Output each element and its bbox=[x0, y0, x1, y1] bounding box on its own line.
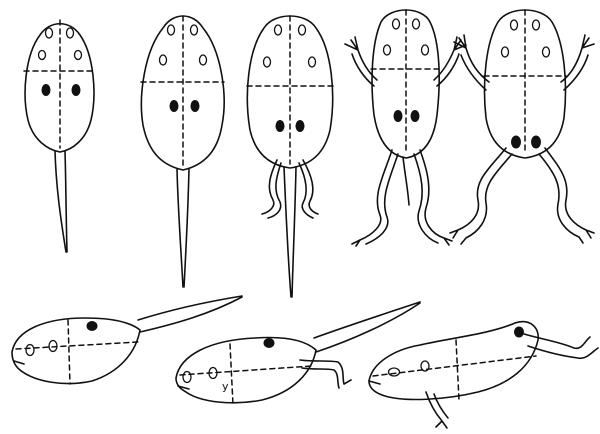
tadpole-stage-2-ring bbox=[160, 55, 167, 65]
tadpole-stage-1-eye-ring bbox=[67, 28, 74, 38]
side-tadpole-2-vertical bbox=[230, 344, 233, 405]
tadpole-stage-2 bbox=[141, 16, 224, 287]
side-frog-3-horizontal bbox=[373, 356, 536, 376]
tadpole-stage-1-ring bbox=[75, 51, 82, 60]
side-frog-3-outline bbox=[369, 322, 538, 400]
frog-stage-5-eye-ring bbox=[511, 20, 518, 30]
tadpole-stage-2-eye-ring bbox=[168, 25, 175, 35]
frog-stage-5-ring bbox=[543, 47, 550, 57]
tadpole-stage-1-eye-ring bbox=[46, 28, 53, 38]
froglet-stage-4-eye-ring bbox=[393, 19, 400, 29]
frog-stage-5 bbox=[450, 10, 594, 244]
tadpole-stage-2-spot bbox=[191, 100, 200, 112]
tadpole-stage-1-spot bbox=[42, 84, 51, 96]
froglet-stage-4-tail-stub bbox=[403, 157, 409, 205]
tadpole-stage-1 bbox=[24, 20, 96, 252]
tadpole-stage-3-eye-ring bbox=[275, 25, 282, 35]
tadpole-stage-3-hindleg-right bbox=[299, 160, 318, 218]
side-tadpole-2-spot bbox=[264, 338, 275, 348]
froglet-stage-4-spot bbox=[411, 110, 420, 122]
tadpole-stage-1-tail bbox=[55, 151, 67, 252]
side-frog-3-snout bbox=[369, 381, 380, 384]
side-frog-3-ring bbox=[421, 361, 429, 371]
froglet-stage-4-ring bbox=[384, 45, 391, 55]
side-tadpole-1-vertical bbox=[68, 320, 70, 384]
side-frog-3-vertical bbox=[456, 340, 459, 400]
tadpole-stage-3-hindleg-left bbox=[262, 160, 281, 218]
side-tadpole-2-hindlimb: y bbox=[176, 302, 420, 405]
side-tadpole-2-horizontal bbox=[180, 366, 312, 375]
tadpole-stage-3-hindlimbs bbox=[247, 16, 333, 297]
side-tadpole-1-eye-ring bbox=[26, 345, 34, 356]
froglet-stage-4-hindleg-left bbox=[352, 150, 398, 246]
frog-stage-5-hindleg-right bbox=[539, 148, 594, 243]
frog-stage-5-ring bbox=[502, 47, 509, 57]
tadpole-stage-1-spot bbox=[72, 84, 81, 96]
tadpole-stage-2-tail bbox=[177, 169, 189, 287]
side-tadpole-2-tail bbox=[314, 302, 420, 352]
side-frog-3-spot bbox=[514, 327, 524, 338]
side-tadpole-2-hindleg bbox=[300, 360, 351, 388]
tadpole-stage-3-spot bbox=[276, 120, 285, 132]
froglet-stage-4-ring bbox=[422, 45, 429, 55]
side-frog-3-eye-ring bbox=[389, 368, 400, 376]
froglet-stage-4 bbox=[345, 10, 466, 246]
tadpole-stage-2-ring bbox=[200, 55, 207, 65]
frog-stage-5-spot bbox=[511, 136, 521, 149]
froglet-stage-4-hindleg-right bbox=[414, 150, 452, 245]
tadpole-stage-3-eye-ring bbox=[299, 25, 306, 35]
side-tadpole-1-spot bbox=[87, 321, 98, 331]
side-frog-3 bbox=[369, 322, 598, 428]
frog-stage-5-spot bbox=[531, 136, 541, 149]
tadpole-stage-2-spot bbox=[170, 100, 179, 112]
frog-stage-5-eye-ring bbox=[533, 20, 540, 30]
tadpole-stage-1-ring bbox=[39, 51, 46, 60]
frog-stage-5-hindleg-left bbox=[450, 148, 512, 244]
side-tadpole-1 bbox=[12, 296, 242, 384]
froglet-stage-4-spot bbox=[394, 110, 403, 122]
side-tadpole-2-y-label: y bbox=[222, 380, 229, 393]
side-tadpole-1-tail bbox=[138, 296, 242, 332]
side-tadpole-1-outline bbox=[12, 318, 140, 384]
tadpole-stage-3-spot bbox=[296, 120, 305, 132]
side-tadpole-2-eye-ring bbox=[183, 372, 191, 383]
side-frog-3-hindleg bbox=[524, 334, 598, 358]
tadpole-stage-3-ring bbox=[309, 57, 316, 67]
froglet-stage-4-eye-ring bbox=[413, 19, 420, 29]
tadpole-stage-2-eye-ring bbox=[191, 25, 198, 35]
tadpole-stage-3-ring bbox=[264, 57, 271, 67]
tadpole-stage-3-tail bbox=[284, 167, 296, 297]
